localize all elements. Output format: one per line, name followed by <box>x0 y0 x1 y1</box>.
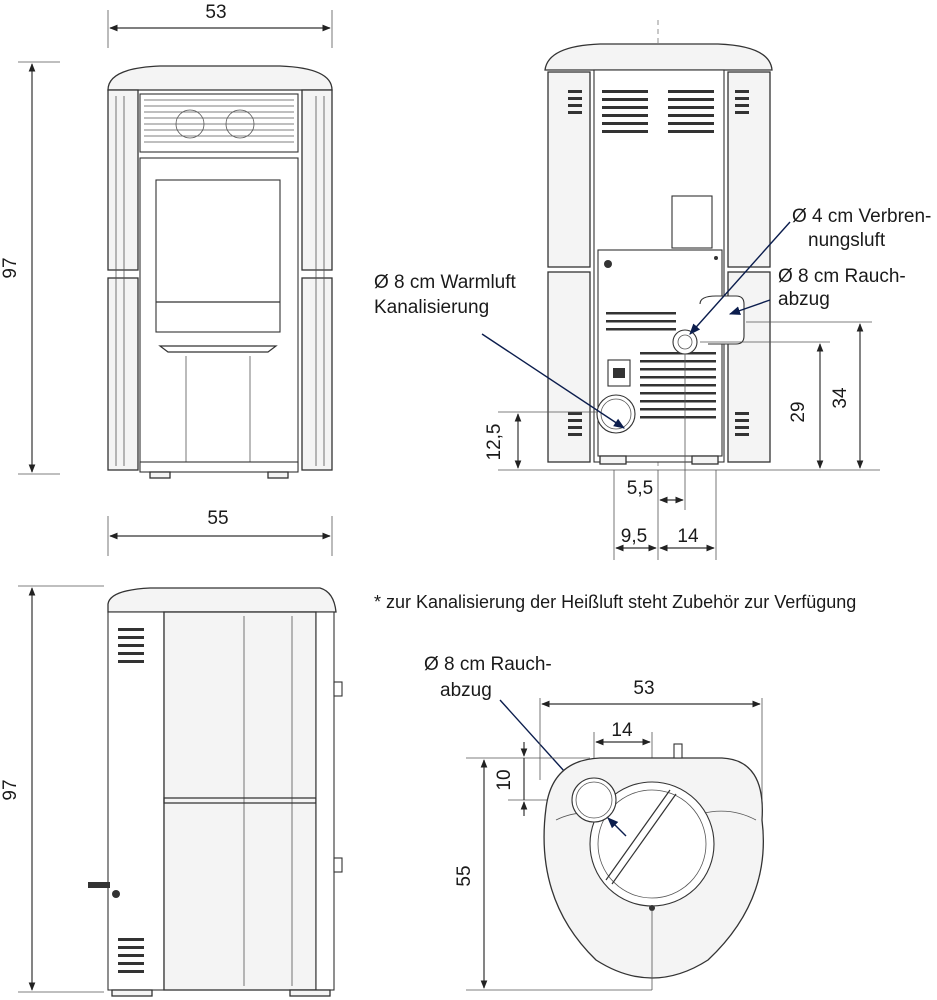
top-flue-callout <box>499 699 575 783</box>
top-flue-label-line1: Ø 8 cm Rauch- <box>424 654 552 675</box>
side-rear-section <box>107 611 165 991</box>
warm-air-callout <box>481 333 625 429</box>
side-pipe-connector <box>88 882 110 888</box>
combustion-air-callout <box>689 221 791 335</box>
rear-flue-label-line2: abzug <box>778 289 830 310</box>
warm-air-label-line1: Ø 8 cm Warmluft <box>374 272 517 293</box>
rear-warm-air-outlet <box>596 394 636 434</box>
rear-view: Ø 4 cm Verbren- nungsluft Ø 8 cm Rauch- … <box>374 20 931 560</box>
rear-top-louvers <box>602 90 714 133</box>
front-glass-window <box>155 179 281 333</box>
front-view: 53 97 <box>0 2 333 479</box>
front-top-cap <box>107 65 333 91</box>
rear-lower-vents <box>606 312 716 419</box>
accessory-note: * zur Kanalisierung der Heißluft steht Z… <box>374 592 856 612</box>
offset-small-label: 5,5 <box>627 478 653 499</box>
front-grille-slats <box>144 99 294 143</box>
front-height-label: 97 <box>0 257 21 278</box>
front-width-label: 53 <box>205 2 226 23</box>
front-air-grille <box>139 93 299 153</box>
combustion-air-label-line2: nungsluft <box>808 230 886 251</box>
top-depth-label: 55 <box>454 865 475 886</box>
side-view: 55 97 <box>0 508 343 997</box>
rear-flue-label-line1: Ø 8 cm Rauch- <box>778 266 906 287</box>
rear-flue-outlet <box>699 295 745 345</box>
rear-combustion-air-inlet <box>672 329 698 355</box>
side-top-cap <box>107 587 337 613</box>
warm-air-label-line2: Kanalisierung <box>374 297 489 318</box>
side-vents <box>118 628 144 973</box>
offset-left-label: 9,5 <box>621 526 647 547</box>
top-view: Ø 8 cm Rauch- abzug 53 14 10 55 <box>424 654 764 991</box>
top-flue-pipe <box>571 777 617 823</box>
top-flue-offset-label: 14 <box>611 720 633 741</box>
flue-height-label: 34 <box>830 387 851 409</box>
rear-top-cap <box>544 43 773 71</box>
offset-right-label: 14 <box>677 526 699 547</box>
rear-flue-callout <box>728 299 771 315</box>
front-door-handle <box>158 345 278 353</box>
top-flue-depth-label: 10 <box>494 769 515 790</box>
side-main-panel <box>163 611 317 991</box>
top-flue-label-line2: abzug <box>440 680 492 701</box>
combustion-air-label-line1: Ø 4 cm Verbren- <box>792 206 931 227</box>
rear-column-vents <box>568 90 749 436</box>
rear-access-plate <box>671 195 713 249</box>
side-height-label: 97 <box>0 779 21 800</box>
combustion-air-height-label: 29 <box>788 401 809 422</box>
side-depth-label: 55 <box>207 508 228 529</box>
top-width-label: 53 <box>633 678 654 699</box>
warm-air-height-label: 12,5 <box>484 424 505 461</box>
